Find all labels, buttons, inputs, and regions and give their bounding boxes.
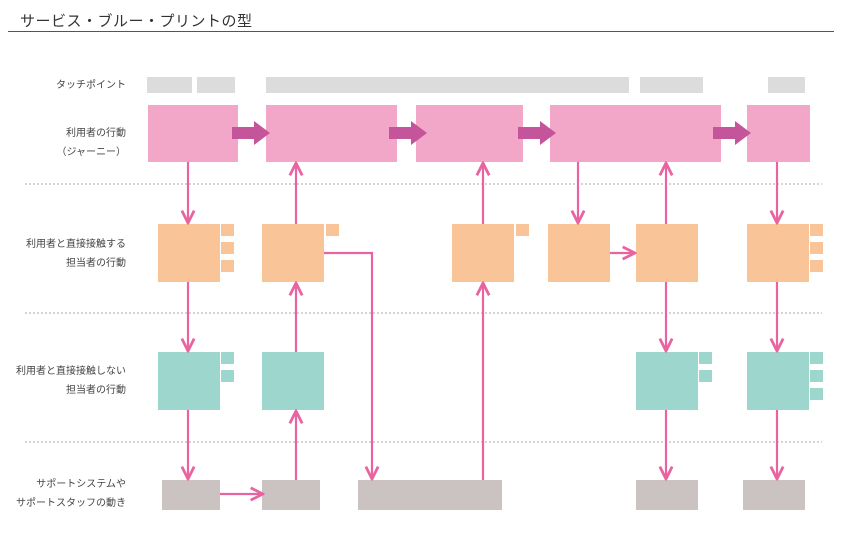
lane-label-line1: 利用者と直接接触する [26, 239, 126, 250]
backstage-tab [699, 352, 712, 364]
touchpoint-bar [768, 77, 805, 93]
contact-box [158, 224, 220, 282]
contact-tab [221, 224, 234, 236]
page-title: サービス・ブルー・プリントの型 [20, 12, 253, 30]
touchpoint-bar [147, 77, 192, 93]
lane-label-line2: 担当者の行動 [66, 258, 126, 269]
journey-flow-arrows [232, 121, 751, 145]
contact-lane [158, 224, 823, 282]
journey-box [148, 105, 238, 162]
lane-label-line2: 担当者の行動 [66, 385, 126, 396]
backstage-box [158, 352, 220, 410]
backstage-tab [699, 370, 712, 382]
contact-tab [221, 260, 234, 272]
lane-label-line1: 利用者の行動 [66, 128, 126, 139]
big-arrow-icon [713, 121, 751, 145]
lane-label-journey: 利用者の行動 （ジャーニー） [57, 124, 127, 162]
connectors [188, 162, 777, 494]
lane-label-contact: 利用者と直接接触する 担当者の行動 [26, 235, 126, 273]
contact-tab [326, 224, 339, 236]
journey-box [266, 105, 397, 162]
lane-label-line2: （ジャーニー） [56, 147, 127, 158]
backstage-tab [810, 352, 823, 364]
backstage-tab [221, 352, 234, 364]
connector-arrow [324, 251, 372, 479]
backstage-lane [158, 352, 823, 410]
support-box [358, 480, 502, 510]
contact-tab [810, 224, 823, 236]
journey-box [747, 105, 810, 162]
backstage-box [747, 352, 809, 410]
big-arrow-icon [389, 121, 427, 145]
backstage-box [636, 352, 698, 410]
lane-label-line1: 利用者と直接接触しない [16, 366, 126, 377]
lane-label-touchpoint: タッチポイント [56, 76, 126, 95]
touchpoint-bar [266, 77, 629, 93]
support-box [636, 480, 698, 510]
touchpoint-bar [197, 77, 235, 93]
journey-lane [148, 105, 810, 162]
lane-label-backstage: 利用者と直接接触しない 担当者の行動 [16, 362, 126, 400]
contact-box [636, 224, 698, 282]
journey-box [416, 105, 523, 162]
contact-tab [221, 242, 234, 254]
journey-box [550, 105, 721, 162]
support-box [162, 480, 220, 510]
contact-box [548, 224, 610, 282]
lane-dividers [25, 183, 822, 443]
big-arrow-icon [232, 121, 270, 145]
support-box [743, 480, 805, 510]
lane-label-line2: サポートスタッフの動き [16, 498, 126, 509]
contact-box [452, 224, 514, 282]
contact-tab [810, 242, 823, 254]
contact-tab [516, 224, 529, 236]
lane-label-line1: サポートシステムや [36, 479, 126, 490]
title-underline [8, 31, 834, 32]
backstage-tab [810, 370, 823, 382]
lane-label-line1: タッチポイント [56, 80, 126, 91]
contact-tab [810, 260, 823, 272]
backstage-tab [221, 370, 234, 382]
contact-box [262, 224, 324, 282]
touchpoint-bar [640, 77, 703, 93]
touchpoint-lane [147, 77, 805, 93]
backstage-box [262, 352, 324, 410]
support-lane [162, 480, 805, 510]
support-box [262, 480, 320, 510]
lane-label-support: サポートシステムや サポートスタッフの動き [16, 475, 126, 513]
big-arrow-icon [518, 121, 556, 145]
backstage-tab [810, 388, 823, 400]
contact-box [747, 224, 809, 282]
